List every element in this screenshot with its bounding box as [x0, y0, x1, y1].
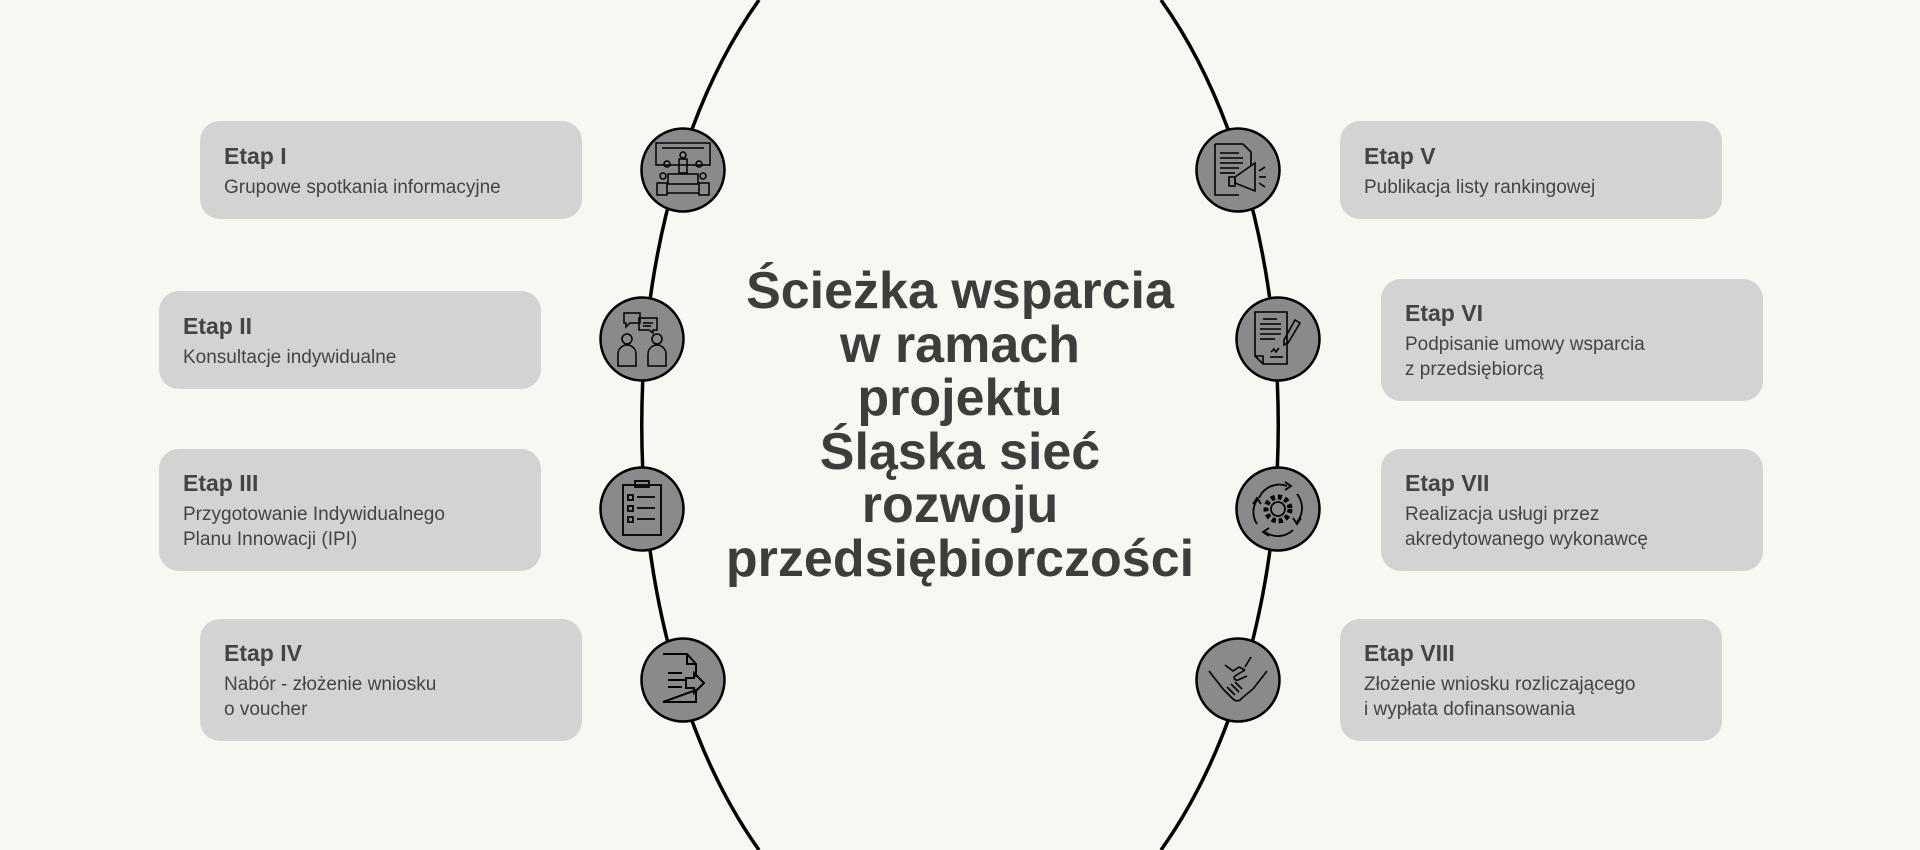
stage-card-3: Etap III Przygotowanie Indywidualnego Pl… — [159, 449, 541, 571]
stage-description: Przygotowanie Indywidualnego Planu Innow… — [183, 504, 445, 550]
stage-label: Etap V — [1364, 142, 1436, 169]
stage-card-7: Etap VII Realizacja usługi przez akredyt… — [1381, 449, 1763, 571]
page-title: Ścieżka wsparcia w ramach projektu Śląsk… — [725, 262, 1195, 588]
stage-label: Etap VIII — [1364, 640, 1455, 666]
stage-description: Realizacja usługi przez akredytowanego w… — [1405, 504, 1648, 550]
stage-description: Publikacja listy rankingowej — [1364, 176, 1596, 198]
stage-description: Nabór - złożenie wniosku o voucher — [224, 674, 437, 720]
checklist-icon — [599, 466, 685, 552]
stage-card-2: Etap II Konsultacje indywidualne — [159, 291, 541, 389]
meeting-icon — [640, 127, 726, 213]
stage-label: Etap II — [183, 312, 253, 339]
stage-card-1: Etap I Grupowe spotkania informacyjne — [200, 121, 582, 219]
stage-card-6: Etap VI Podpisanie umowy wsparcia z prze… — [1381, 279, 1763, 401]
contract-sign-icon — [1235, 296, 1321, 382]
stage-label: Etap VII — [1405, 470, 1490, 496]
stage-description: Podpisanie umowy wsparcia z przedsiębior… — [1405, 334, 1645, 380]
stage-card-8: Etap VIII Złożenie wniosku rozliczająceg… — [1340, 619, 1722, 741]
announcement-icon — [1195, 127, 1281, 213]
consultation-icon — [599, 296, 685, 382]
stage-label: Etap III — [183, 470, 259, 496]
handshake-icon — [1195, 637, 1281, 723]
stage-description: Konsultacje indywidualne — [183, 346, 397, 368]
stage-label: Etap I — [224, 142, 287, 169]
stage-label: Etap IV — [224, 640, 302, 666]
stage-description: Złożenie wniosku rozliczającego i wypłat… — [1364, 674, 1636, 720]
stage-card-4: Etap IV Nabór - złożenie wniosku o vouch… — [200, 619, 582, 741]
stage-label: Etap VI — [1405, 300, 1483, 326]
document-submit-icon — [640, 637, 726, 723]
stage-description: Grupowe spotkania informacyjne — [224, 176, 501, 198]
stage-card-5: Etap V Publikacja listy rankingowej — [1340, 121, 1722, 219]
gear-cycle-icon — [1235, 466, 1321, 552]
